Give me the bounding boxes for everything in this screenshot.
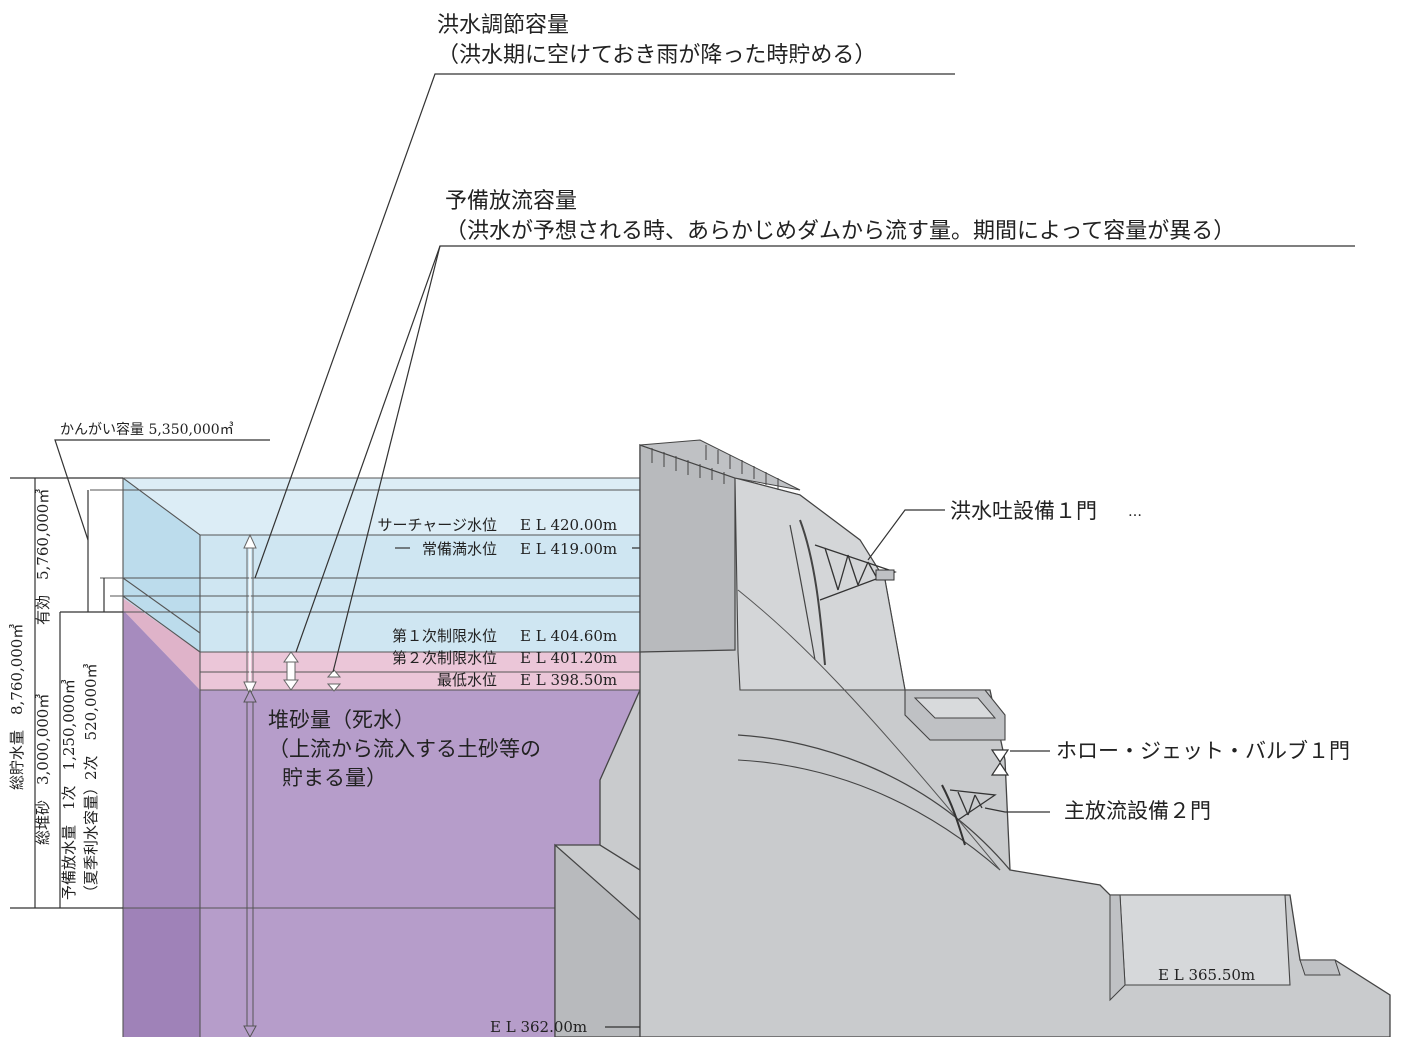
level-limit1-name: 第１次制限水位 [392, 627, 497, 645]
hollow-jet-label: ホロー・ジェット・バルブ１門 [1056, 739, 1350, 763]
sediment-line3: 貯まる量） [282, 766, 387, 790]
level-normal-name: 常備満水位 [422, 540, 497, 558]
level-limit2-name: 第２次制限水位 [392, 649, 497, 667]
label-effective: 有効 5,760,000㎥ [34, 489, 52, 625]
flood-control-note: （洪水期に空けておき雨が降った時貯める） [437, 43, 876, 68]
sediment-bottom-left [123, 908, 200, 1037]
el-downstream: E L 365.50m [1158, 966, 1255, 984]
sediment-title: 堆砂量（死水） [268, 708, 415, 732]
label-prelim-1: 予備放水量 1次 1,250,000㎥ [60, 679, 78, 900]
level-limit1-el: E L 404.60m [520, 627, 617, 645]
label-total-storage: 総貯水量 8,760,000㎥ [8, 624, 26, 790]
el-bottom: E L 362.00m [490, 1018, 587, 1036]
level-minimum-el: E L 398.50m [520, 671, 617, 689]
label-sediment-total: 総堆砂 3,000,000㎥ [34, 694, 52, 845]
level-normal-el: E L 419.00m [520, 540, 617, 558]
water-front [200, 535, 640, 652]
prelim-release-title: 予備放流容量 [445, 189, 577, 214]
sediment-line2: （上流から流入する土砂等の [268, 737, 541, 761]
pink-band-front [200, 652, 738, 690]
water-left [123, 478, 200, 652]
main-outlet-label: 主放流設備２門 [1064, 799, 1211, 823]
water-level-labels: サーチャージ水位 E L 420.00m 常備満水位 E L 419.00m 第… [377, 516, 728, 689]
level-surcharge-name: サーチャージ水位 [377, 516, 497, 534]
level-limit2-el: E L 401.20m [520, 649, 617, 667]
water-surface [123, 478, 640, 535]
level-surcharge-el: E L 420.00m [520, 516, 617, 534]
flood-control-title: 洪水調節容量 [437, 13, 569, 38]
label-prelim-2: （夏季利水容量）2次 520,000㎥ [82, 663, 100, 900]
volume-arrows [243, 533, 342, 1039]
pink-band-left [123, 598, 200, 690]
irrigation-label: かんがい容量 5,350,000㎥ [60, 421, 234, 438]
callout-leaders [254, 73, 1355, 673]
dam-structure [554, 439, 1391, 1038]
level-minimum-name: 最低水位 [437, 671, 497, 689]
sediment-front [200, 690, 640, 1037]
spillway-label: 洪水吐設備１門 [950, 499, 1097, 523]
spillway-dots: … [1128, 504, 1142, 520]
prelim-release-note: （洪水が予想される時、あらかじめダムから流す量。期間によって容量が異る） [445, 219, 1235, 244]
facility-callouts: 洪水吐設備１門 … ホロー・ジェット・バルブ１門 主放流設備２門 [867, 499, 1350, 823]
dimension-lines [10, 439, 270, 909]
